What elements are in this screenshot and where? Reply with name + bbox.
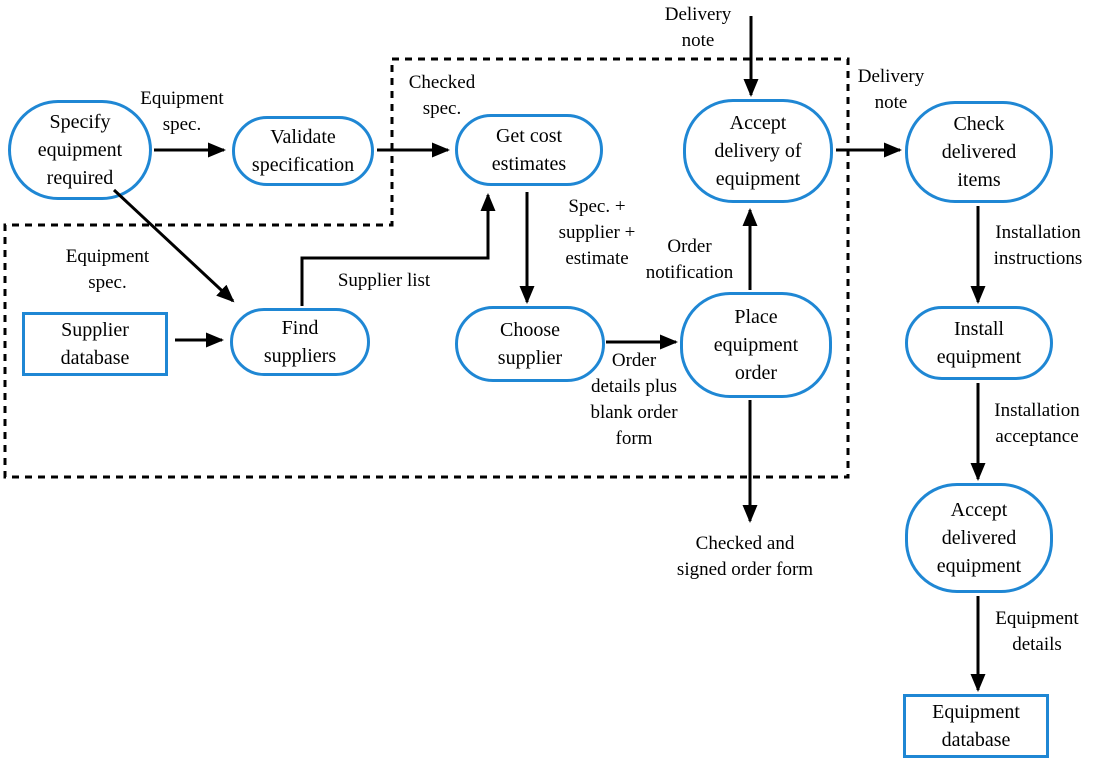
process-choose-supplier: Choose supplier	[455, 306, 605, 382]
process-place-equipment-order: Place equipment order	[680, 292, 832, 398]
process-install-equipment: Install equipment	[905, 306, 1053, 380]
text-line: equipment	[936, 555, 1022, 577]
text-line: form	[615, 428, 653, 449]
label-spec-supplier-estimate: Spec. + supplier + estimate	[536, 194, 658, 272]
text-line: supplier	[497, 347, 563, 369]
text-line: Installation	[994, 400, 1080, 421]
label-equipment-details: Equipment details	[983, 606, 1091, 658]
text-line: estimate	[565, 248, 629, 269]
text-line: order	[734, 362, 778, 384]
process-label: Check delivered items	[942, 110, 1016, 194]
text-line: instructions	[993, 248, 1083, 269]
text-line: Equipment	[140, 88, 224, 109]
process-accept-delivered-equipment: Accept delivered equipment	[905, 483, 1053, 593]
text-line: required	[46, 167, 114, 189]
process-specify-equipment-required: Specify equipment required	[8, 100, 152, 200]
text-line: delivered	[941, 141, 1017, 163]
text-line: equipment	[936, 346, 1022, 368]
text-line: details plus	[590, 376, 678, 397]
text-line: Checked	[408, 72, 476, 93]
text-line: equipment	[713, 334, 799, 356]
process-label: Accept delivered equipment	[937, 496, 1021, 580]
text-line: Choose	[500, 319, 560, 341]
text-line: Check	[953, 113, 1005, 135]
label-installation-acceptance: Installation acceptance	[982, 398, 1092, 450]
text-line: database	[941, 729, 1011, 751]
text-line: estimates	[491, 153, 567, 175]
text-line: spec.	[422, 98, 462, 119]
text-line: equipment	[37, 139, 123, 161]
text-line: Place	[734, 306, 778, 328]
text-line: Spec. +	[568, 196, 626, 217]
datastore-label: Equipment database	[932, 698, 1020, 754]
label-order-details-blank-form: Order details plus blank order form	[578, 348, 690, 452]
datastore-label: Supplier database	[61, 316, 130, 372]
text-line: Supplier list	[337, 270, 431, 291]
process-label: Place equipment order	[714, 303, 798, 387]
text-line: Find	[281, 317, 319, 339]
process-validate-specification: Validate specification	[232, 116, 374, 186]
text-line: Supplier	[61, 319, 129, 341]
text-line: blank order	[590, 402, 678, 423]
datastore-equipment-database: Equipment database	[903, 694, 1049, 758]
text-line: database	[60, 347, 130, 369]
label-checked-spec: Checked spec.	[396, 70, 488, 122]
text-line: Install	[954, 318, 1004, 340]
text-line: spec.	[162, 114, 202, 135]
process-label: Specify equipment required	[38, 108, 122, 192]
text-line: suppliers	[263, 345, 337, 367]
label-equipment-spec-left: Equipment spec.	[50, 244, 165, 296]
text-line: equipment	[715, 168, 801, 190]
text-line: note	[681, 30, 715, 51]
text-line: Specify	[49, 111, 111, 133]
text-line: supplier +	[558, 222, 636, 243]
text-line: Order	[667, 236, 712, 257]
process-label: Get cost estimates	[492, 122, 566, 178]
text-line: items	[957, 169, 1001, 191]
process-label: Validate specification	[252, 123, 354, 179]
text-line: notification	[645, 262, 734, 283]
text-line: acceptance	[995, 426, 1079, 447]
process-label: Install equipment	[937, 315, 1021, 371]
text-line: signed order form	[676, 559, 814, 580]
process-find-suppliers: Find suppliers	[230, 308, 370, 376]
text-line: specification	[251, 154, 355, 176]
process-check-delivered-items: Check delivered items	[905, 101, 1053, 203]
process-accept-delivery-of-equipment: Accept delivery of equipment	[683, 99, 833, 203]
label-delivery-note-top: Delivery note	[648, 2, 748, 54]
text-line: Equipment	[995, 608, 1079, 629]
text-line: Installation	[995, 222, 1081, 243]
text-line: Validate	[270, 126, 336, 148]
datastore-supplier-database: Supplier database	[22, 312, 168, 376]
text-line: Accept	[950, 499, 1008, 521]
text-line: Equipment	[932, 701, 1020, 723]
label-equipment-spec-top: Equipment spec.	[132, 86, 232, 138]
text-line: Accept	[729, 112, 787, 134]
text-line: Equipment	[65, 246, 150, 267]
label-order-notification: Order notification	[632, 234, 747, 286]
process-label: Accept delivery of equipment	[714, 109, 801, 193]
text-line: note	[874, 92, 908, 113]
process-get-cost-estimates: Get cost estimates	[455, 114, 603, 186]
text-line: spec.	[88, 272, 127, 293]
process-label: Find suppliers	[264, 314, 336, 370]
label-delivery-note-right: Delivery note	[848, 64, 934, 116]
text-line: Delivery	[664, 4, 732, 25]
process-label: Choose supplier	[498, 316, 562, 372]
label-installation-instructions: Installation instructions	[982, 220, 1094, 272]
text-line: Order	[611, 350, 657, 371]
label-supplier-list: Supplier list	[323, 268, 445, 294]
process-boundary-dashed	[3, 57, 850, 479]
text-line: Delivery	[857, 66, 925, 87]
text-line: delivery of	[714, 140, 802, 162]
text-line: Checked and	[695, 533, 795, 554]
label-checked-signed-order-form: Checked and signed order form	[652, 531, 838, 583]
text-line: Get cost	[495, 125, 563, 147]
text-line: details	[1012, 634, 1062, 655]
text-line: delivered	[941, 527, 1017, 549]
arrow-find-suppliers-to-get-cost	[300, 193, 496, 306]
arrow-specify-to-find-suppliers	[112, 188, 235, 303]
